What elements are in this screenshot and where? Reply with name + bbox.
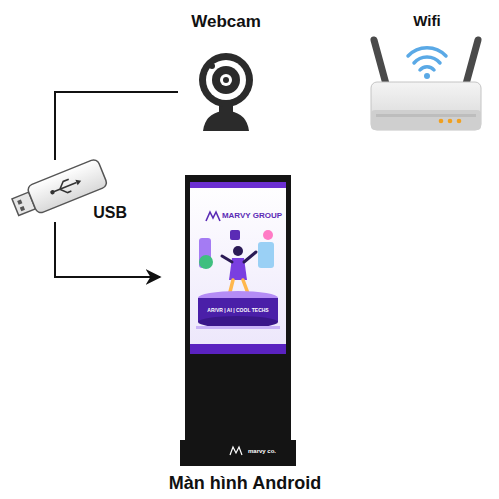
node-label: Màn hình Android (169, 473, 321, 494)
node-label: Wifi (413, 12, 440, 29)
usb-node: USB (10, 160, 135, 222)
android-kiosk (180, 175, 296, 466)
screen-logo-text: MARVY GROUP (222, 212, 282, 220)
screen-tagline: AR/VR | AI | COOL TECHS (207, 308, 268, 313)
node-label: Webcam (191, 12, 261, 32)
display-node: Màn hình Android (160, 172, 330, 494)
connector (55, 222, 160, 277)
router-icon (371, 40, 481, 130)
wifi-node: Wifi (372, 12, 482, 134)
brand-mark: marvy co. (248, 448, 276, 454)
webcam-icon (199, 53, 253, 131)
webcam-node: Webcam (178, 12, 274, 134)
node-label: USB (93, 204, 127, 222)
connector (55, 92, 178, 160)
